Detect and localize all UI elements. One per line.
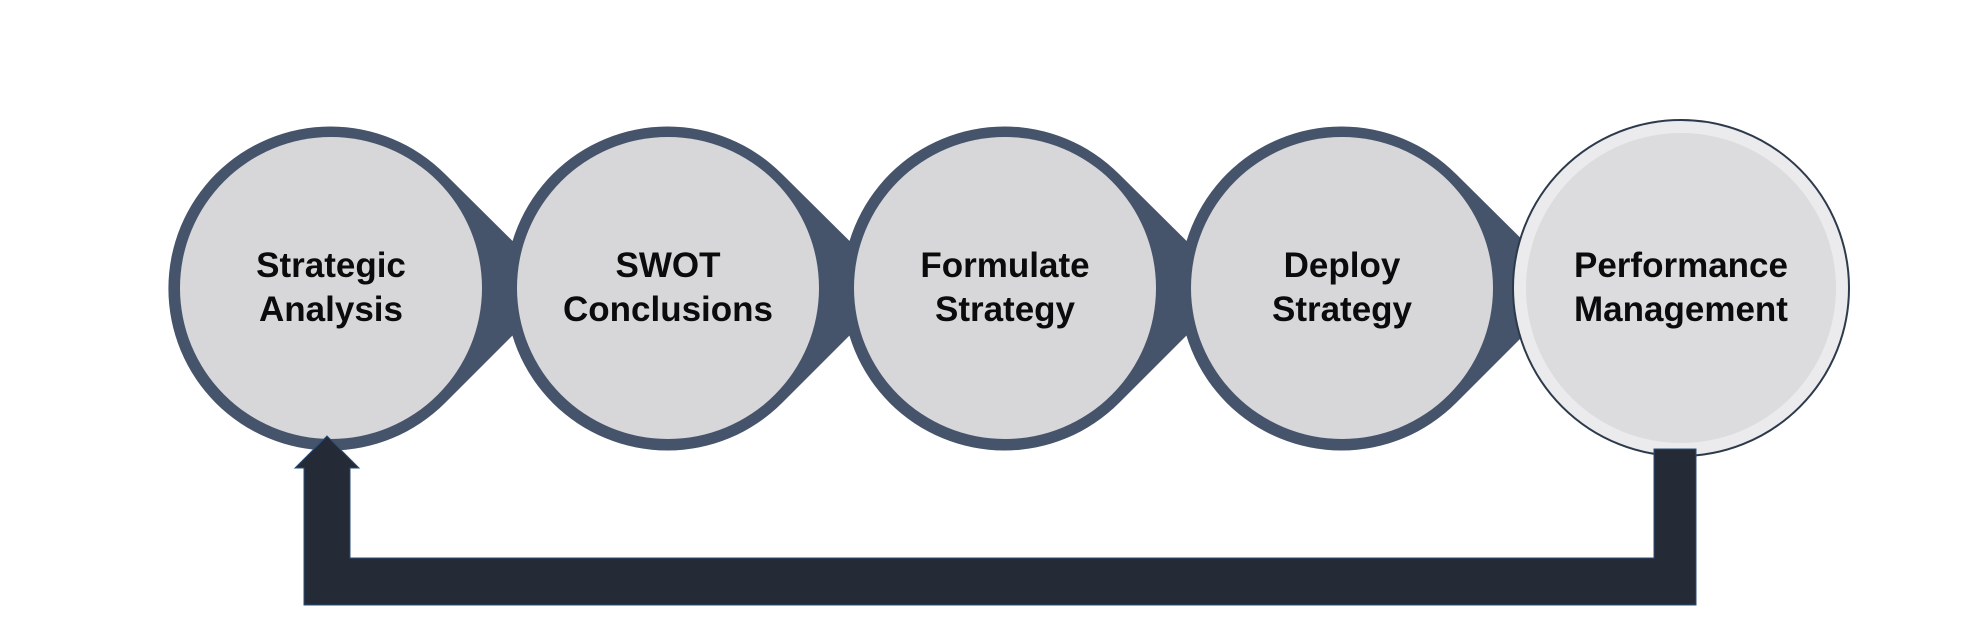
- step-3-label-line1: Formulate: [920, 246, 1089, 285]
- step-2-label-line2: Conclusions: [563, 290, 773, 329]
- step-1-label-line2: Analysis: [259, 290, 403, 329]
- step-4-circle: [1191, 137, 1493, 439]
- svg-text:Strategic: Strategic: [256, 246, 406, 285]
- step-3-circle: [854, 137, 1156, 439]
- step-swot-conclusions: SWOT Conclusions: [505, 126, 897, 451]
- svg-text:Management: Management: [1574, 290, 1788, 329]
- svg-text:Performance: Performance: [1574, 246, 1788, 285]
- svg-text:Conclusions: Conclusions: [563, 290, 773, 329]
- svg-text:Formulate: Formulate: [920, 246, 1089, 285]
- step-strategic-analysis: Strategic Analysis: [168, 126, 560, 451]
- svg-text:Strategy: Strategy: [935, 290, 1076, 329]
- step-5-label-line2: Management: [1574, 290, 1788, 329]
- step-2-circle: [517, 137, 819, 439]
- step-5-inner-circle: [1526, 133, 1836, 443]
- step-deploy-strategy: Deploy Strategy: [1179, 126, 1571, 451]
- step-4-label-line1: Deploy: [1284, 246, 1401, 285]
- step-5-label-line1: Performance: [1574, 246, 1788, 285]
- svg-text:Deploy: Deploy: [1284, 246, 1401, 285]
- feedback-loop-arrow: [293, 435, 1697, 606]
- step-2-label-line1: SWOT: [616, 246, 721, 285]
- svg-text:Analysis: Analysis: [259, 290, 403, 329]
- step-1-label-line1: Strategic: [256, 246, 406, 285]
- step-3-label-line2: Strategy: [935, 290, 1076, 329]
- svg-text:SWOT: SWOT: [616, 246, 721, 285]
- step-1-circle: [180, 137, 482, 439]
- svg-text:Strategy: Strategy: [1272, 290, 1413, 329]
- step-performance-management: Performance Management: [1512, 119, 1850, 457]
- step-4-label-line2: Strategy: [1272, 290, 1413, 329]
- step-formulate-strategy: Formulate Strategy: [842, 126, 1234, 451]
